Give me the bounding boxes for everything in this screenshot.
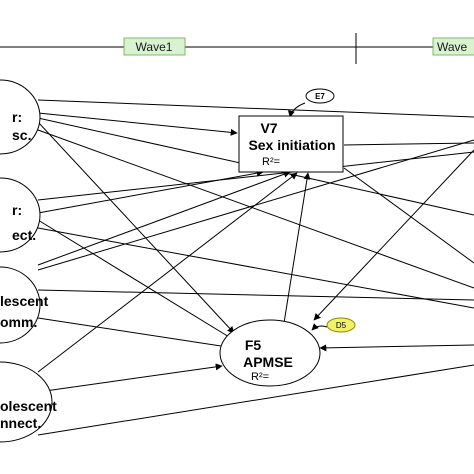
arrow-n4-right [37, 364, 474, 436]
f5-code: F5 [245, 337, 262, 353]
node-4-line2: nnect. [0, 415, 41, 431]
node-v7-sex-initiation: V7 Sex initiation R²= [238, 115, 344, 173]
arrow-n3-f5 [37, 317, 235, 351]
arrow-f5-v7 [283, 172, 311, 324]
node-2-line2: ect. [12, 227, 36, 243]
path-arrows [37, 99, 474, 436]
node-1: r: sc. [0, 79, 41, 155]
wave1-box [123, 37, 186, 56]
arrow-n2-f5 [37, 219, 235, 341]
arrow-n3-right-a [37, 289, 474, 301]
v7-r2: R²= [262, 156, 280, 168]
node-3-line2: omm. [0, 314, 37, 330]
node-3: lescent omm. [0, 266, 49, 344]
node-2: r: ect. [0, 177, 41, 253]
arrow-n1-f5 [37, 121, 235, 334]
arrow-n2-right-b [37, 227, 474, 309]
arrow-n1-v7 [37, 112, 238, 136]
arrow-v7-right-b [343, 167, 474, 264]
arrow-n2-v7 [37, 169, 264, 214]
arrow-v7-right-a [343, 142, 474, 146]
e7-label: E7 [315, 92, 325, 101]
node-f5-apmse: F5 APMSE R²= [219, 319, 321, 387]
node-1-line2: sc. [12, 127, 31, 143]
node-1-line1: r: [12, 109, 22, 125]
arrow-right-f5-a [313, 149, 474, 321]
node-2-line1: r: [12, 202, 22, 218]
disturbance-e7: E7 [305, 88, 335, 104]
arrow-d5-f5 [311, 323, 328, 331]
f5-r2: R²= [251, 371, 269, 383]
disturbance-d5: D5 [326, 317, 356, 333]
arrow-n1-right-a [37, 99, 474, 118]
arrow-n3-v7 [37, 170, 291, 266]
arrow-n2-right-a [37, 151, 474, 201]
v7-name: Sex initiation [248, 137, 335, 153]
d5-label: D5 [336, 321, 347, 330]
arrow-n4-f5 [37, 363, 223, 393]
node-4: olescent nnect. [0, 361, 57, 443]
arrow-n4-v7 [37, 172, 298, 373]
wave2-box [432, 37, 474, 56]
arrow-right-f5-b [319, 344, 474, 352]
node-4-line1: olescent [0, 398, 57, 414]
wave2-label: Wave [437, 40, 468, 54]
wave1-label: Wave1 [136, 40, 173, 54]
node-3-line1: lescent [0, 293, 49, 309]
v7-code: V7 [260, 120, 277, 136]
f5-name: APMSE [243, 354, 293, 370]
arrow-n1-right-b [37, 129, 474, 289]
